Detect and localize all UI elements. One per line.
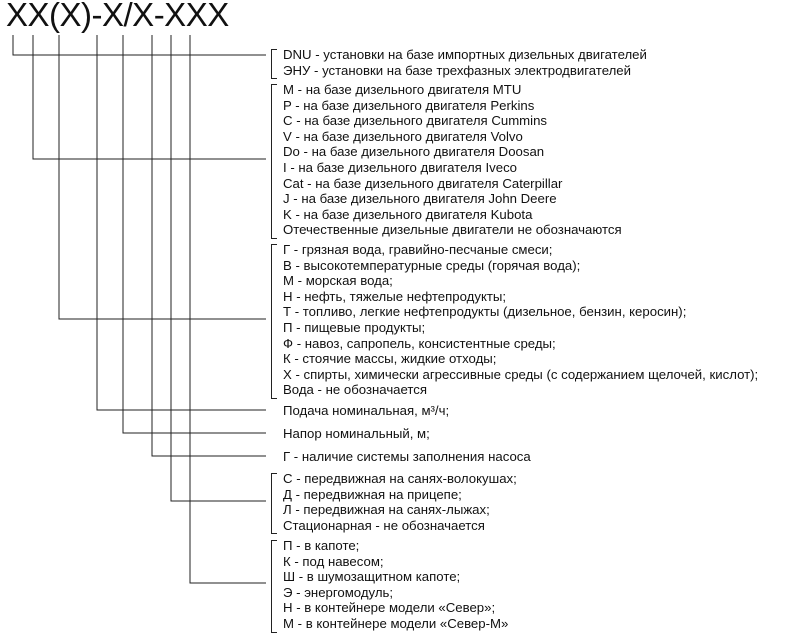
connector-line-4	[96, 35, 266, 411]
legend-item: Отечественные дизельные двигатели не обо…	[283, 222, 622, 238]
group-bracket	[271, 84, 277, 239]
legend-item: C - на базе дизельного двигателя Cummins	[283, 113, 548, 129]
legend-group-5: Напор номинальный, м;	[283, 426, 430, 442]
legend-item: Ш - в шумозащитном капоте;	[283, 569, 461, 585]
legend-item: П - в капоте;	[283, 538, 360, 553]
legend-item: Э - энергомодуль;	[283, 584, 394, 600]
connector-line-5	[122, 35, 266, 434]
legend-group-7: С - передвижная на санях-волокушах;Д - п…	[283, 471, 517, 533]
legend-item: К - стоячие массы, жидкие отходы;	[283, 351, 497, 367]
legend-item: M - на базе дизельного двигателя MTU	[283, 82, 522, 97]
group-bracket	[271, 540, 277, 633]
legend-item: DNU - установки на базе импортных дизель…	[283, 47, 647, 62]
legend-item: P - на базе дизельного двигателя Perkins	[283, 97, 535, 113]
group-bracket	[271, 49, 277, 80]
legend-item: Л - передвижная на санях-лыжах;	[283, 502, 490, 518]
designation-code: XX(X)-X/X-XXX	[6, 0, 229, 33]
legend-item: Г - грязная вода, гравийно-песчаные смес…	[283, 242, 553, 257]
legend-item: Вода - не обозначается	[283, 382, 428, 398]
connector-line-3	[58, 35, 266, 320]
legend-item: Подача номинальная, м³/ч;	[283, 403, 450, 418]
legend-item: Do - на базе дизельного двигателя Doosan	[283, 144, 545, 160]
legend-group-6: Г - наличие системы заполнения насоса	[283, 449, 531, 465]
legend-item: П - пищевые продукты;	[283, 319, 426, 335]
legend-group-1: DNU - установки на базе импортных дизель…	[283, 47, 647, 78]
legend-item: K - на базе дизельного двигателя Kubota	[283, 206, 533, 222]
legend-item: Cat - на базе дизельного двигателя Cater…	[283, 175, 563, 191]
legend-group-3: Г - грязная вода, гравийно-песчаные смес…	[283, 242, 758, 398]
connector-line-2	[32, 35, 266, 160]
legend-item: Н - нефть, тяжелые нефтепродукты;	[283, 288, 507, 304]
connector-line-1	[12, 35, 266, 56]
legend-item: Д - передвижная на прицепе;	[283, 486, 462, 502]
legend-item: С - передвижная на санях-волокушах;	[283, 471, 517, 486]
group-bracket	[271, 244, 277, 399]
legend-item: Х - спирты, химически агрессивные среды …	[283, 366, 759, 382]
legend-item: Н - в контейнере модели «Север»;	[283, 600, 496, 616]
connector-line-8	[189, 35, 266, 584]
legend-item: J - на базе дизельного двигателя John De…	[283, 191, 557, 207]
group-bracket	[271, 473, 277, 535]
legend-item: Г - наличие системы заполнения насоса	[283, 449, 531, 464]
legend-group-4: Подача номинальная, м³/ч;	[283, 403, 449, 419]
legend-item: Стационарная - не обозначается	[283, 517, 485, 533]
legend-item: Ф - навоз, сапропель, консистентные сред…	[283, 335, 556, 351]
legend-item: Напор номинальный, м;	[283, 426, 430, 441]
legend-item: М - морская вода;	[283, 273, 393, 289]
legend-group-8: П - в капоте;К - под навесом;Ш - в шумоз…	[283, 538, 508, 632]
legend-item: ЭНУ - установки на базе трехфазных элект…	[283, 62, 631, 78]
legend-item: I - на базе дизельного двигателя Iveco	[283, 159, 517, 175]
legend-item: Т - топливо, легкие нефтепродукты (дизел…	[283, 304, 687, 320]
legend-item: К - под навесом;	[283, 553, 384, 569]
legend-item: М - в контейнере модели «Север-М»	[283, 615, 509, 631]
connector-line-7	[170, 35, 266, 502]
legend-item: V - на базе дизельного двигателя Volvo	[283, 128, 523, 144]
legend-item: В - высокотемпературные среды (горячая в…	[283, 257, 581, 273]
connector-line-6	[151, 35, 266, 457]
